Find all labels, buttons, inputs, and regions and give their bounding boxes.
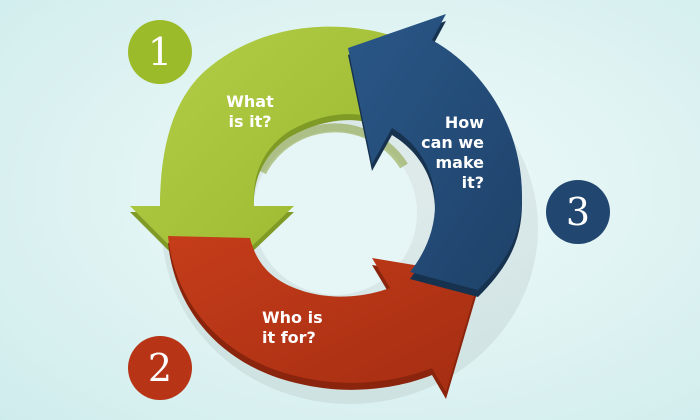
- step-3-label-line: How: [444, 113, 484, 132]
- step-2-label-line: Who is: [262, 308, 323, 327]
- step-1-badge: 1: [128, 20, 192, 84]
- step-2-label: Who is it for?: [262, 308, 323, 348]
- arrow-how-can-we-make-it: [348, 14, 522, 297]
- step-2-label-line: it for?: [262, 328, 316, 347]
- arrow-who-is-it-for: [168, 236, 480, 399]
- ring-inner-shadow: [258, 123, 408, 175]
- step-3-label-line: can we: [421, 133, 484, 152]
- step-1-label-line: What: [226, 92, 274, 111]
- step-1-label: What is it?: [222, 92, 278, 132]
- ring-center: [253, 131, 417, 295]
- step-1-label-line: is it?: [228, 112, 272, 131]
- arrow-what-is-it: [130, 26, 400, 292]
- step-3-label: How can we make it?: [418, 113, 484, 193]
- step-3-label-line: it?: [461, 173, 484, 192]
- step-2-badge: 2: [128, 336, 192, 400]
- step-3-badge: 3: [546, 180, 610, 244]
- step-3-label-line: make: [435, 153, 484, 172]
